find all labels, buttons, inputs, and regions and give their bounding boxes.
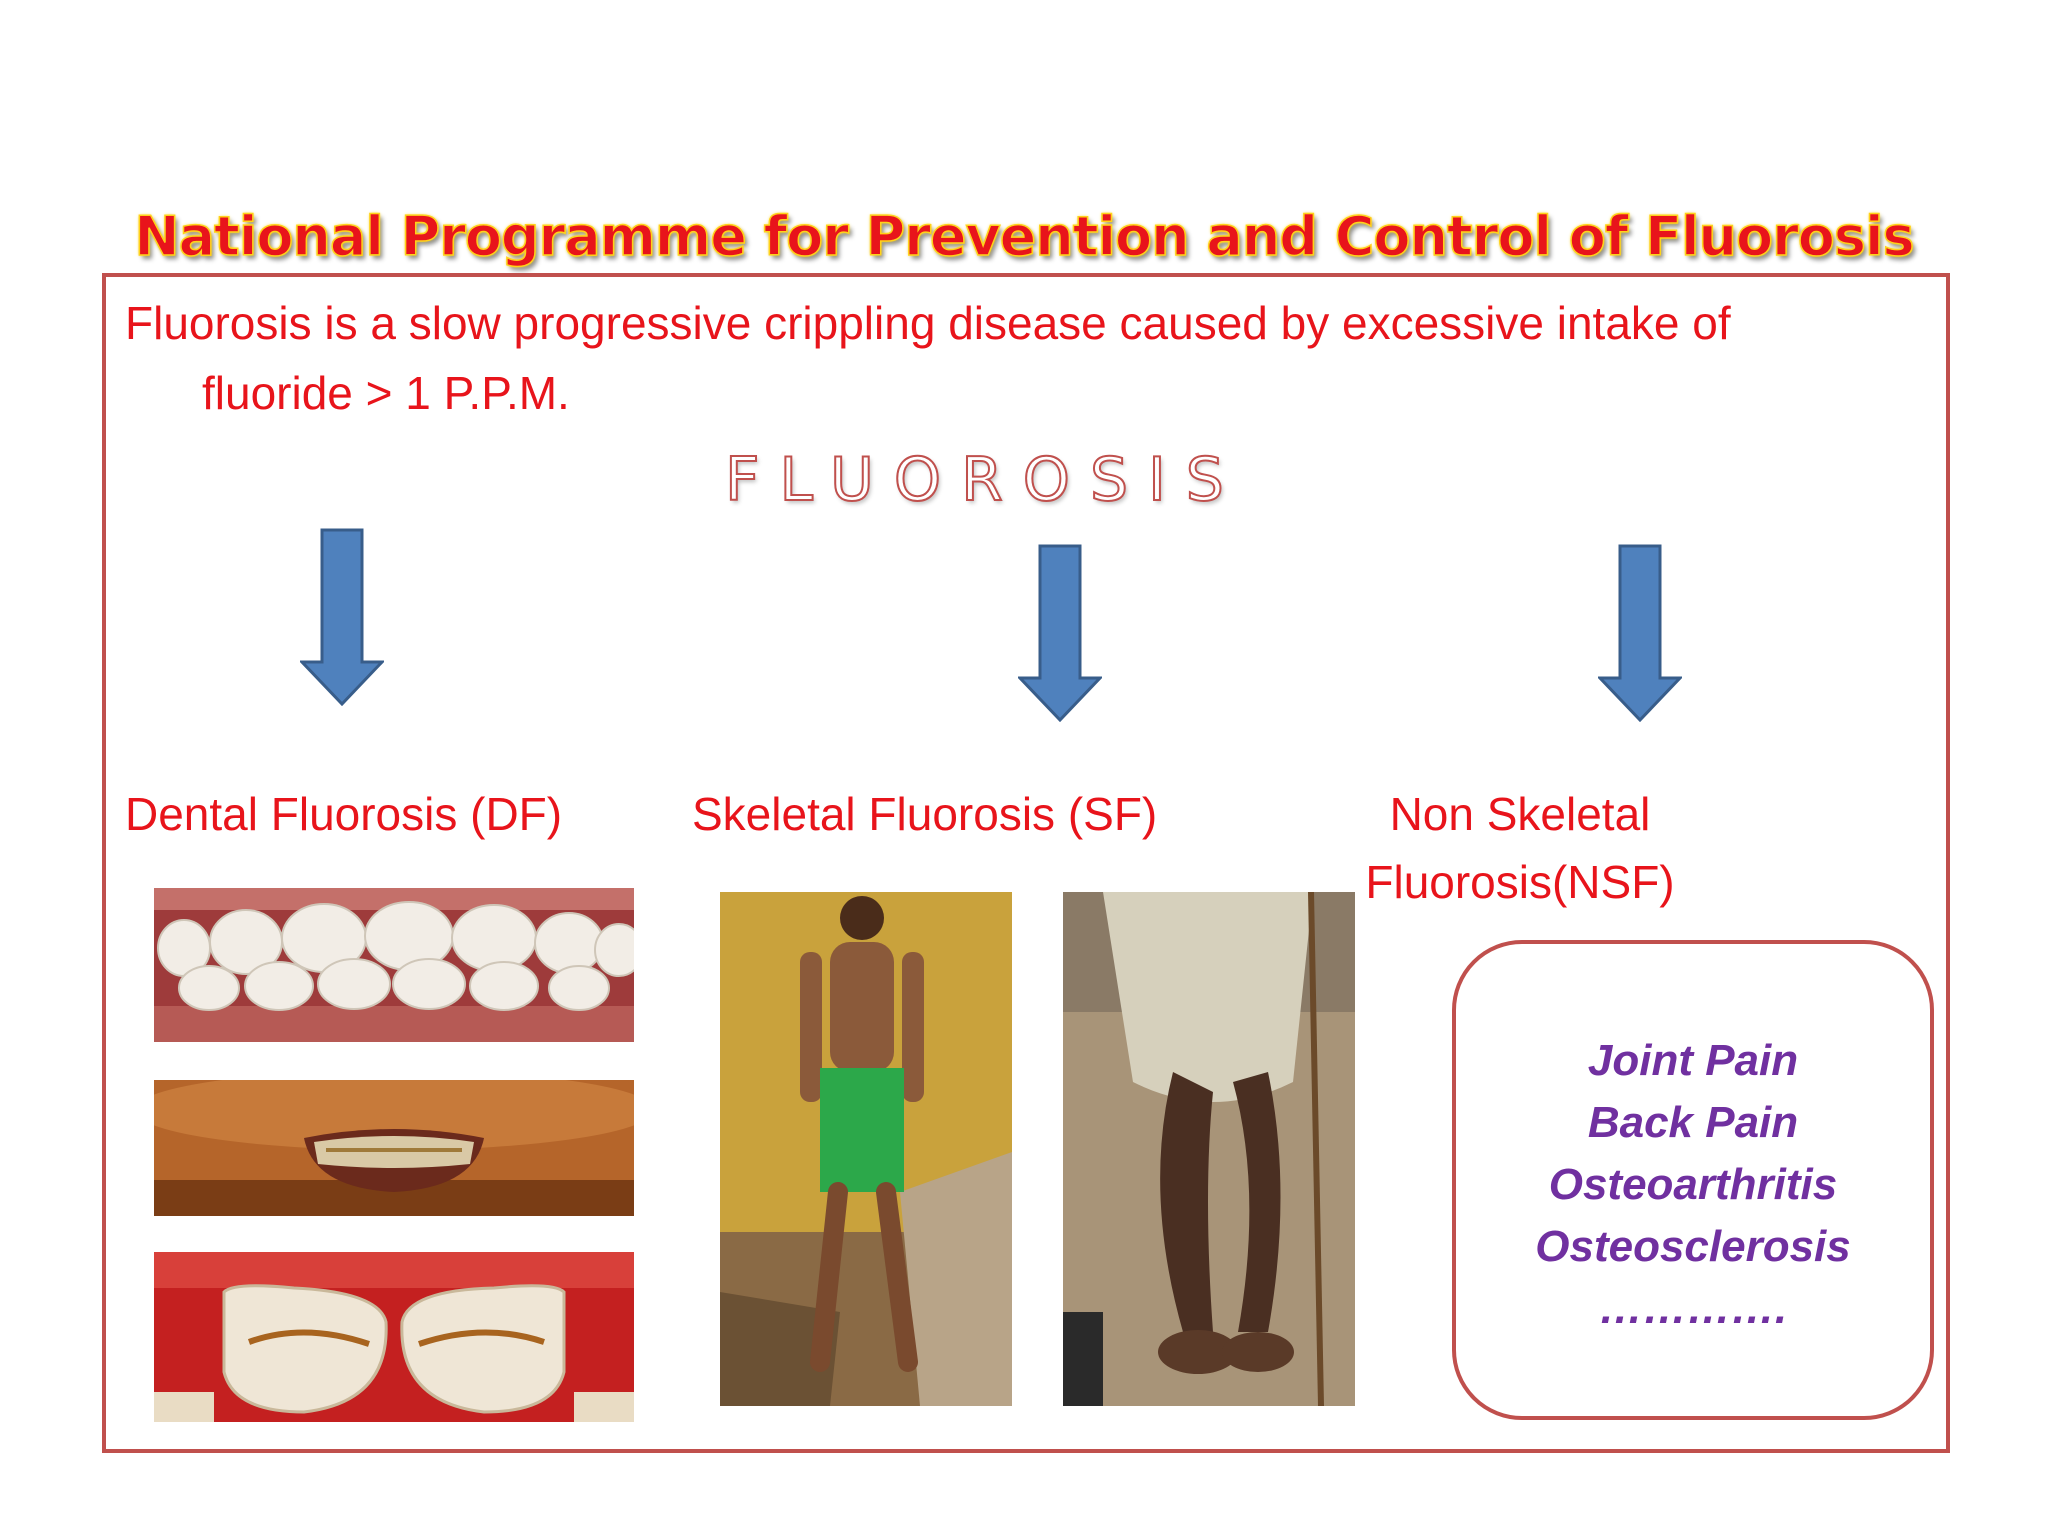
dental-photo-3 — [154, 1252, 634, 1422]
intro-line-1: Fluorosis is a slow progressive cripplin… — [125, 297, 1731, 349]
arrow-down-dental — [300, 528, 384, 706]
slide-title: National Programme for Prevention and Co… — [134, 204, 1916, 269]
symptom-ellipsis: …………. — [1598, 1284, 1788, 1333]
skeletal-fluorosis-label: Skeletal Fluorosis (SF) — [692, 788, 1158, 840]
symptom-joint-pain: Joint Pain — [1587, 1036, 1799, 1085]
arrow-down-non-skeletal — [1598, 544, 1682, 722]
skeletal-photo-boy — [720, 892, 1012, 1406]
symptom-osteoarthritis: Osteoarthritis — [1548, 1160, 1838, 1209]
dental-photo-1 — [154, 888, 634, 1042]
symptom-osteosclerosis: Osteosclerosis — [1535, 1222, 1851, 1271]
skeletal-photo-legs — [1063, 892, 1355, 1406]
fluorosis-heading: FLUOROSIS — [724, 444, 1244, 516]
non-skeletal-fluorosis-label: Non Skeletal Fluorosis(NSF) — [1340, 780, 1700, 916]
intro-line-2: fluoride > 1 P.P.M. — [202, 367, 570, 419]
symptoms-list: Joint Pain Back Pain Osteoarthritis Oste… — [1452, 1030, 1934, 1340]
non-skeletal-label-line-1: Non Skeletal — [1389, 788, 1651, 840]
content-frame — [102, 273, 1950, 1453]
intro-paragraph: Fluorosis is a slow progressive cripplin… — [125, 288, 1945, 428]
symptom-back-pain: Back Pain — [1587, 1098, 1799, 1147]
arrow-down-skeletal — [1018, 544, 1102, 722]
symptoms-box — [1452, 940, 1934, 1420]
non-skeletal-label-line-2: Fluorosis(NSF) — [1365, 856, 1675, 908]
dental-fluorosis-label: Dental Fluorosis (DF) — [125, 788, 563, 840]
dental-photo-2 — [154, 1080, 634, 1216]
